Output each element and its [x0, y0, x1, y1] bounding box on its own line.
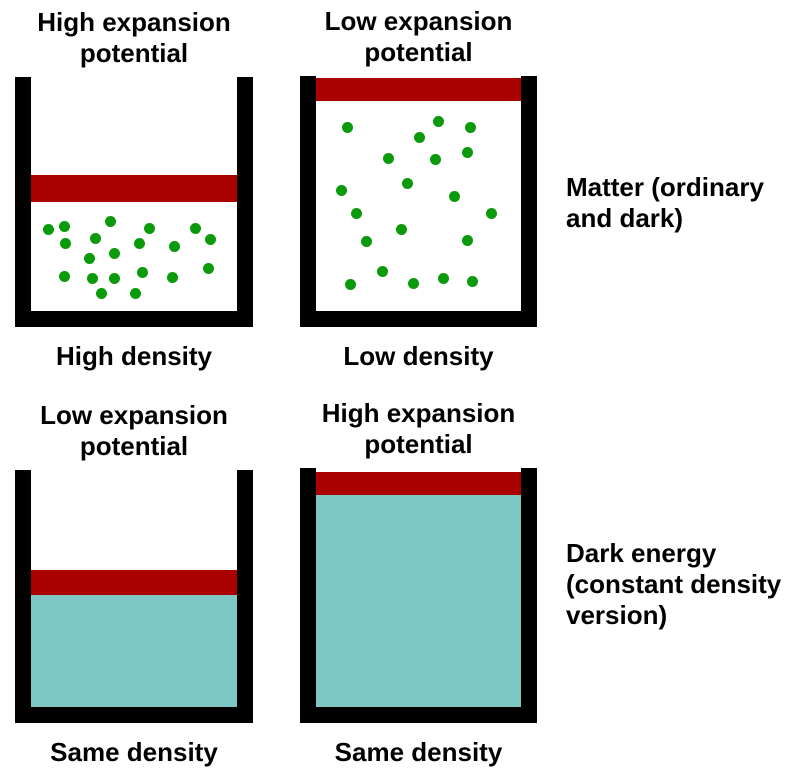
- beaker-left-wall-icon: [300, 468, 316, 723]
- beaker-right-wall-icon: [237, 470, 253, 723]
- particle-dot: [189, 222, 201, 234]
- particle-dot: [143, 222, 155, 234]
- panel-title: High expansion potential: [37, 7, 231, 68]
- beaker: [15, 470, 253, 723]
- particle-dot: [129, 287, 141, 299]
- particle-dot: [395, 223, 407, 235]
- particle-dot: [461, 146, 473, 158]
- panel-caption: Same density: [50, 737, 218, 767]
- particle-dots: [15, 470, 253, 723]
- particle-dot: [429, 153, 441, 165]
- beaker: [15, 77, 253, 327]
- fluid-fill: [31, 595, 237, 707]
- particle-dot: [376, 265, 388, 277]
- particle-dot: [204, 233, 216, 245]
- particle-dots: [15, 77, 253, 327]
- panel-title: Low expansion potential: [324, 6, 513, 67]
- particle-dot: [83, 252, 95, 264]
- panel-caption: High density: [55, 341, 212, 371]
- particle-dot: [461, 234, 473, 246]
- panel-caption: Low density: [343, 341, 494, 371]
- panel-title: Low expansion potential: [40, 400, 228, 461]
- particle-dot: [448, 190, 460, 202]
- panel-title: High expansion potential: [321, 398, 516, 459]
- particle-dot: [407, 277, 419, 289]
- particle-dot: [401, 177, 413, 189]
- panel-caption: Same density: [334, 737, 503, 767]
- particle-dot: [95, 287, 107, 299]
- particle-dot: [382, 152, 394, 164]
- particle-dot: [360, 235, 372, 247]
- particle-dot: [413, 131, 425, 143]
- beaker: [300, 468, 537, 723]
- particle-dots: [300, 76, 537, 327]
- beaker-base-icon: [15, 707, 253, 723]
- beaker-base-icon: [15, 311, 253, 327]
- beaker-left-wall-icon: [15, 470, 31, 723]
- piston-icon: [31, 570, 237, 595]
- particle-dot: [168, 240, 180, 252]
- piston-icon: [31, 175, 237, 202]
- piston-icon: [316, 78, 521, 101]
- particle-dot: [466, 275, 478, 287]
- particle-dots: [300, 468, 537, 723]
- particle-dot: [133, 237, 145, 249]
- particle-dot: [86, 272, 98, 284]
- particle-dot: [166, 271, 178, 283]
- particle-dot: [104, 215, 116, 227]
- particle-dot: [136, 266, 148, 278]
- beaker-left-wall-icon: [300, 76, 316, 327]
- particle-dot: [485, 207, 497, 219]
- particle-dot: [344, 278, 356, 290]
- particle-dot: [58, 220, 70, 232]
- particle-dot: [437, 272, 449, 284]
- particle-dot: [58, 270, 70, 282]
- beaker-left-wall-icon: [15, 77, 31, 327]
- row-label-dark-energy: Dark energy (constant density version): [566, 538, 782, 630]
- beaker-base-icon: [300, 707, 537, 723]
- fluid-fill: [316, 495, 521, 707]
- particle-dot: [335, 184, 347, 196]
- particle-dot: [108, 247, 120, 259]
- particle-dot: [89, 232, 101, 244]
- particle-dot: [350, 207, 362, 219]
- particle-dot: [108, 272, 120, 284]
- particle-dot: [42, 223, 54, 235]
- particle-dot: [432, 115, 444, 127]
- piston-icon: [316, 472, 521, 495]
- beaker-right-wall-icon: [237, 77, 253, 327]
- particle-dot: [202, 262, 214, 274]
- beaker-base-icon: [300, 311, 537, 327]
- beaker-right-wall-icon: [521, 468, 537, 723]
- particle-dot: [341, 121, 353, 133]
- beaker-right-wall-icon: [521, 76, 537, 327]
- particle-dot: [464, 121, 476, 133]
- beaker: [300, 76, 537, 327]
- row-label-matter: Matter (ordinary and dark): [566, 172, 764, 233]
- particle-dot: [59, 237, 71, 249]
